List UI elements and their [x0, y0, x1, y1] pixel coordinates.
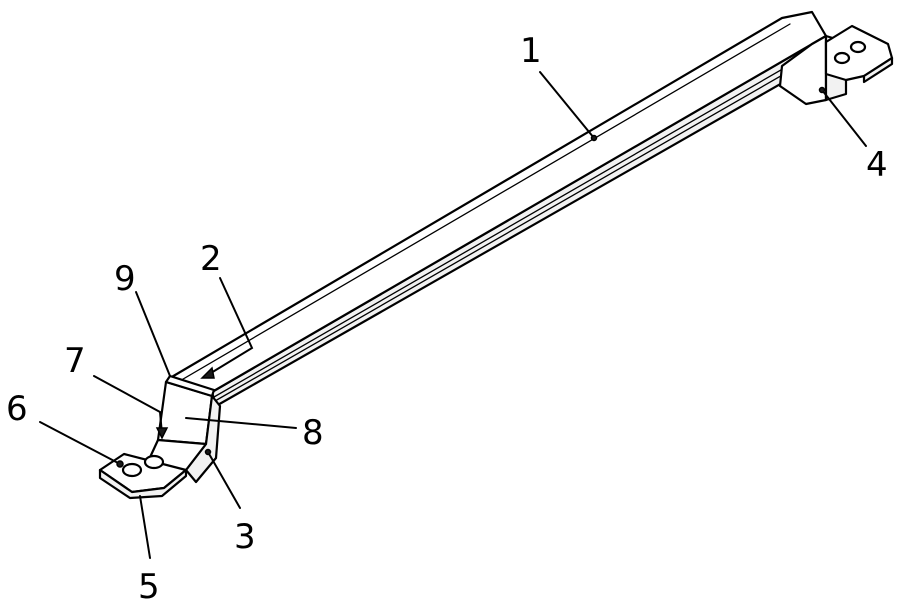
leader-1 — [539, 71, 595, 139]
leader-7 — [93, 375, 163, 435]
leader-lines — [39, 71, 867, 559]
bar-groove-line — [214, 49, 827, 402]
leader-4-dot — [818, 86, 826, 94]
bar-groove-line — [213, 43, 827, 398]
label-2: 2 — [200, 239, 222, 279]
left-support — [98, 374, 222, 500]
reference-numerals: 1 2 3 4 5 6 7 8 9 — [6, 31, 888, 607]
leader-2 — [205, 277, 254, 377]
label-3: 3 — [234, 517, 256, 557]
label-8: 8 — [302, 413, 324, 453]
bar-top-face — [168, 10, 828, 394]
left-hole — [143, 454, 165, 470]
right-support — [778, 24, 894, 106]
leader-6 — [39, 421, 121, 465]
label-5: 5 — [138, 567, 160, 607]
leader-7-arrow — [155, 427, 169, 440]
bar-top-ridge — [177, 23, 791, 383]
label-1: 1 — [520, 31, 542, 71]
label-6: 6 — [6, 389, 28, 429]
right-flange-edge — [862, 56, 894, 84]
leader-3 — [207, 451, 241, 509]
leader-4 — [821, 89, 867, 147]
label-9: 9 — [114, 259, 136, 299]
label-4: 4 — [866, 145, 888, 185]
leader-9 — [135, 291, 171, 377]
label-7: 7 — [64, 341, 86, 381]
right-hole — [849, 40, 867, 54]
leader-5 — [139, 495, 151, 559]
leader-1-dot — [590, 134, 598, 142]
leader-2-arrow — [200, 366, 215, 379]
left-flange-edge — [98, 468, 188, 500]
left-support-cap — [164, 374, 216, 398]
left-hole — [121, 462, 143, 478]
handle-bar — [168, 10, 828, 408]
right-hole — [833, 51, 851, 65]
leader-3-dot — [204, 448, 212, 456]
leader-8 — [185, 417, 297, 429]
leader-6-dot — [116, 460, 124, 468]
